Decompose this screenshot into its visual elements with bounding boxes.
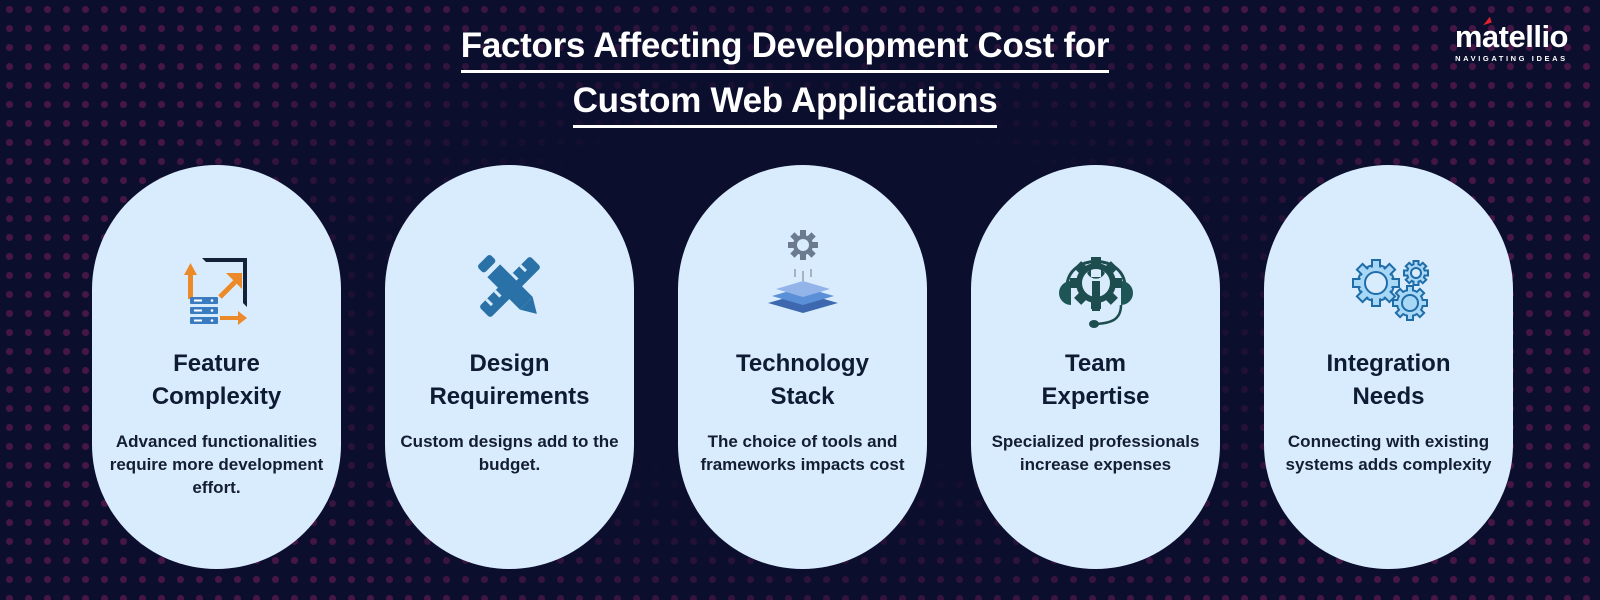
factor-description: Connecting with existing systems adds co… bbox=[1285, 432, 1492, 474]
logo-wordmark: matellio bbox=[1455, 16, 1569, 52]
factor-card-team-expertise: Team Expertise Specialized professionals… bbox=[971, 165, 1220, 569]
logo-tagline: NAVIGATING IDEAS bbox=[1455, 54, 1568, 63]
gear-layers-stack-icon bbox=[758, 225, 848, 335]
factor-title: Team Expertise bbox=[1041, 350, 1150, 410]
factor-title: Technology Stack bbox=[736, 350, 869, 410]
factor-title: Feature Complexity bbox=[151, 350, 282, 410]
scalability-server-icon bbox=[172, 225, 262, 335]
factor-card-integration-needs: Integration Needs Connecting with existi… bbox=[1264, 165, 1513, 569]
factor-description: Specialized professionals increase expen… bbox=[991, 432, 1200, 474]
factor-description: Custom designs add to the budget. bbox=[400, 432, 619, 474]
pencil-ruler-icon bbox=[465, 225, 555, 335]
title-line-1: Factors Affecting Development Cost for bbox=[460, 26, 1110, 73]
gears-cluster-icon bbox=[1344, 225, 1434, 335]
factor-card-design-requirements: Design Requirements Custom designs add t… bbox=[385, 165, 634, 569]
factor-title: Integration Needs bbox=[1326, 350, 1451, 410]
factor-title: Design Requirements bbox=[429, 350, 590, 410]
factor-description: Advanced functionalities require more de… bbox=[109, 432, 324, 497]
factor-description: The choice of tools and frameworks impac… bbox=[700, 432, 905, 474]
factor-card-feature-complexity: Feature Complexity Advanced functionalit… bbox=[92, 165, 341, 569]
brand-logo: matellio NAVIGATING IDEAS bbox=[1455, 16, 1569, 63]
factor-card-technology-stack: Technology Stack The choice of tools and… bbox=[678, 165, 927, 569]
headset-wrench-gear-icon bbox=[1051, 225, 1141, 335]
page-title: Factors Affecting Development Cost for C… bbox=[0, 26, 1570, 128]
title-line-2: Custom Web Applications bbox=[572, 81, 998, 128]
